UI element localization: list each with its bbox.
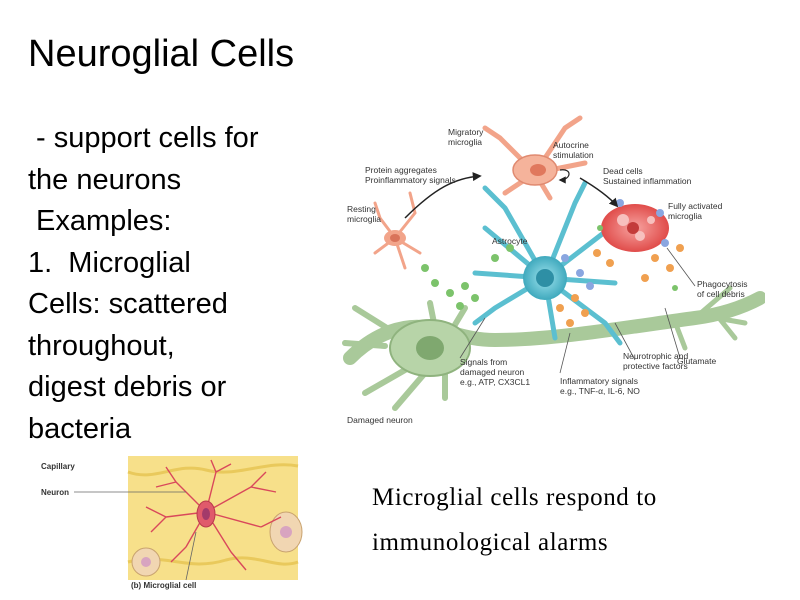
- body-line: 1. Microglial: [28, 246, 191, 279]
- resting-microglia-shape: [373, 191, 422, 270]
- label-autocrine: Autocrine stimulation: [553, 140, 594, 160]
- slide-title: Neuroglial Cells: [28, 33, 295, 75]
- caption-line: immunological alarms: [372, 529, 609, 556]
- label-astrocyte: Astrocyte: [492, 236, 528, 246]
- neuron-processes: [145, 459, 282, 571]
- body-line: digest debris or: [28, 371, 227, 403]
- label-inflammatory: Inflammatory signals e.g., TNF-α, IL-6, …: [560, 376, 640, 396]
- body-line: bacteria: [28, 412, 132, 445]
- microglial-cell-figure: Capillary Neuron (b) Microglial cell: [41, 456, 303, 590]
- label-resting: Resting microglia: [347, 204, 381, 224]
- label-damaged-neuron: Damaged neuron: [347, 415, 413, 425]
- label-dead-cells: Dead cells Sustained inflammation: [603, 166, 692, 186]
- process-arrows: [404, 169, 619, 219]
- label-migratory: Migratory microglia: [448, 127, 486, 147]
- astrocyte-shape: [472, 180, 638, 346]
- slide-body: - support cells for the neurons Examples…: [28, 118, 328, 450]
- body-line: - support cells for: [28, 122, 259, 154]
- label-fully-activated: Fully activated microglia: [668, 201, 725, 221]
- migratory-microglia-shape: [482, 115, 588, 201]
- body-line: the neurons: [28, 163, 182, 196]
- label-capillary: Capillary: [41, 462, 75, 471]
- label-neurotrophic: Neurotrophic and protective factors: [623, 351, 691, 371]
- label-signals: Signals from damaged neuron e.g., ATP, C…: [460, 357, 530, 387]
- body-line: Examples:: [28, 205, 172, 237]
- microglia-activation-figure: Migratory microglia Autocrine stimulatio…: [342, 115, 765, 425]
- figure-caption: Microglial cells respond to immunologica…: [372, 475, 657, 565]
- label-protein-aggregates: Protein aggregates Proinflammatory signa…: [365, 165, 456, 185]
- body-line: throughout,: [28, 329, 175, 362]
- label-phagocytosis: Phagocytosis of cell debris: [697, 279, 750, 299]
- signal-dots: [421, 199, 684, 327]
- figure-labels: Migratory microglia Autocrine stimulatio…: [347, 127, 750, 425]
- body-line: Cells: scattered: [28, 288, 228, 320]
- activated-microglia-shape: [601, 204, 669, 252]
- caption-line: Microglial cells respond to: [372, 484, 657, 511]
- label-neuron: Neuron: [41, 488, 69, 497]
- label-glutamate: Glutamate: [677, 356, 716, 366]
- damaged-neuron-shape: [342, 285, 765, 411]
- label-microglial-cell: (b) Microglial cell: [131, 581, 196, 590]
- leader-lines: [459, 247, 696, 374]
